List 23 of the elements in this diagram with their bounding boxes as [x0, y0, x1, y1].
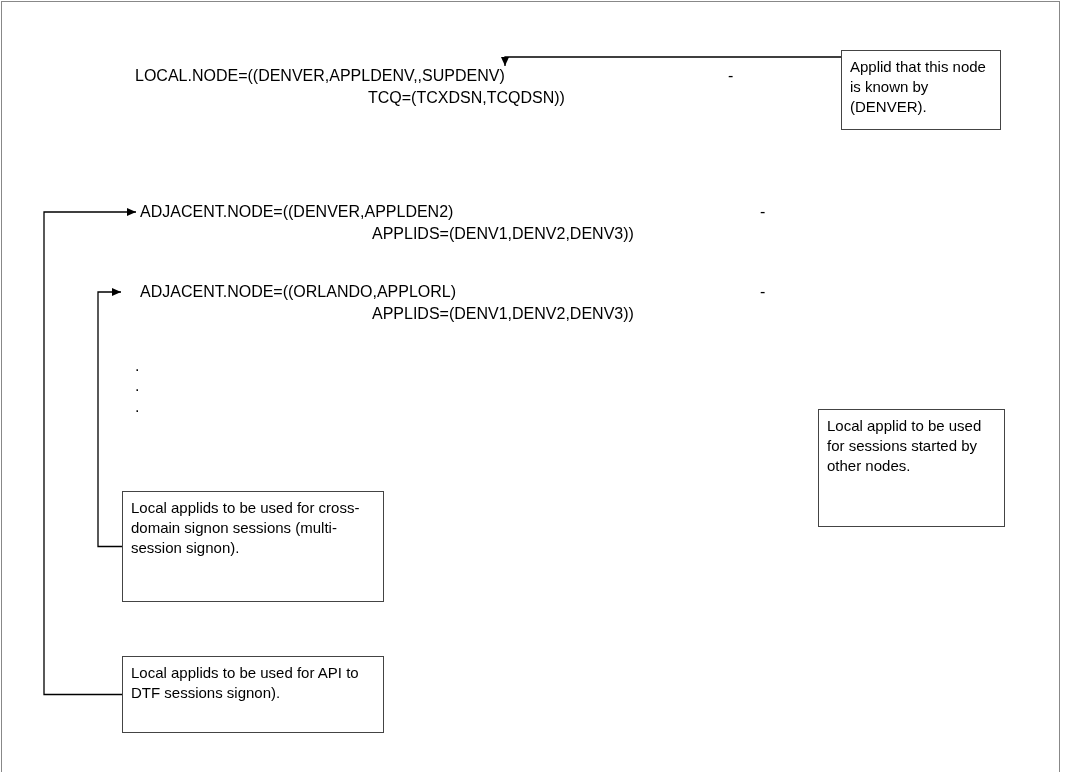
code-statement: TCQ=(TCXDSN,TCQDSN)) — [368, 88, 565, 108]
ellipsis-dot: . — [135, 397, 140, 417]
arrow — [501, 56, 842, 67]
arrow — [43, 208, 137, 696]
callout-box — [122, 656, 384, 733]
callout-box — [122, 491, 384, 602]
ellipsis-dot: . — [135, 356, 140, 376]
callout-text: Applid that this node is known by (DENVER). — [850, 57, 987, 117]
callout-box — [841, 50, 1001, 130]
code-statement: APPLIDS=(DENV1,DENV2,DENV3)) — [372, 224, 634, 244]
code-statement: ADJACENT.NODE=((DENVER,APPLDEN2) — [140, 202, 454, 222]
callout-text: Local applids to be used for cross-domain signon sessions (multi-session signon). — [131, 498, 361, 558]
callout-text: Local applid to be used for sessions started by other nodes. — [827, 416, 983, 476]
continuation-mark: - — [760, 282, 766, 302]
code-statement: APPLIDS=(DENV1,DENV2,DENV3)) — [372, 304, 634, 324]
callout-box — [818, 409, 1005, 527]
code-statement: ADJACENT.NODE=((ORLANDO,APPLORL) — [140, 282, 457, 302]
ellipsis-dot: . — [135, 376, 140, 396]
continuation-mark: - — [728, 66, 734, 86]
code-statement: LOCAL.NODE=((DENVER,APPLDENV,,SUPDENV) — [135, 66, 505, 86]
continuation-mark: - — [760, 202, 766, 222]
arrow — [97, 288, 123, 548]
callout-text: Local applids to be used for API to DTF sessions signon). — [131, 663, 360, 703]
